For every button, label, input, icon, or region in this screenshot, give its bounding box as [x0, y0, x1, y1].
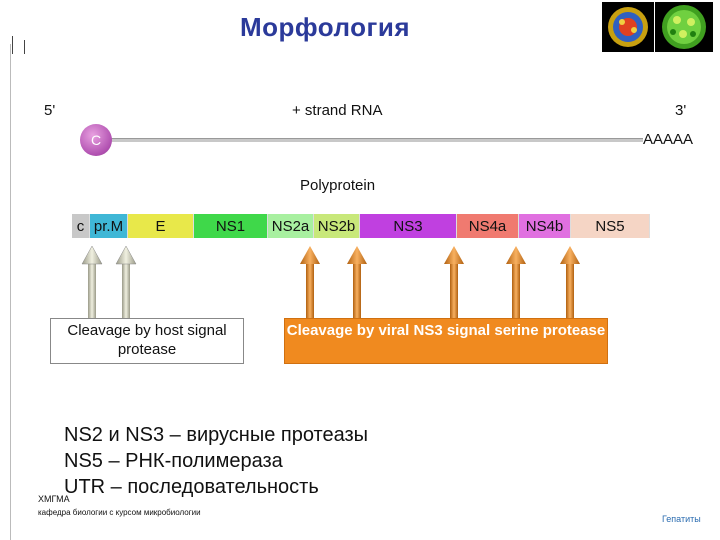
- topic-label: Гепатиты: [662, 514, 701, 524]
- segment-prm: pr.M: [90, 214, 128, 238]
- viral-arrow: [506, 246, 526, 318]
- note-line: UTR – последовательность: [64, 476, 319, 498]
- decor-line: [10, 44, 11, 540]
- segment-ns4b: NS4b: [519, 214, 571, 238]
- host-protease-box: Cleavage by host signal protease: [50, 318, 244, 364]
- segment-c: c: [72, 214, 90, 238]
- segment-ns2b: NS2b: [314, 214, 360, 238]
- polya-tail-label: AAAAA: [643, 131, 694, 148]
- polyprotein-bar: c pr.M E NS1 NS2a NS2b NS3 NS4a NS4b NS5: [72, 214, 650, 238]
- segment-ns3: NS3: [360, 214, 457, 238]
- host-arrow: [115, 245, 137, 318]
- viral-arrow: [300, 246, 320, 318]
- decor-line: [12, 36, 13, 54]
- three-prime-label: 3': [675, 102, 687, 119]
- slide-title: Морфология: [239, 12, 411, 42]
- viral-arrow: [560, 246, 580, 318]
- polyprotein-label: Polyprotein: [300, 177, 376, 194]
- rna-strand-line: [98, 138, 643, 142]
- viral-protease-box: Cleavage by viral NS3 signal serine prot…: [284, 318, 608, 364]
- cap-circle: C: [80, 124, 112, 156]
- org-label: ХМГМА: [38, 494, 70, 504]
- five-prime-label: 5': [44, 102, 56, 119]
- dept-label: кафедра биологии с курсом микробиологии: [38, 508, 201, 517]
- segment-e: E: [128, 214, 194, 238]
- strand-label: + strand RNA: [292, 102, 383, 119]
- virus-image-2: [655, 2, 713, 52]
- note-line: NS5 – РНК-полимераза: [64, 450, 283, 472]
- decor-line: [24, 40, 25, 54]
- note-line: NS2 и NS3 – вирусные протеазы: [64, 424, 369, 446]
- viral-arrow: [347, 246, 367, 318]
- segment-ns5: NS5: [571, 214, 650, 238]
- segment-ns2a: NS2a: [268, 214, 314, 238]
- segment-ns1: NS1: [194, 214, 268, 238]
- viral-arrow: [444, 246, 464, 318]
- host-arrow: [81, 245, 103, 318]
- virus-image-1: [602, 2, 654, 52]
- segment-ns4a: NS4a: [457, 214, 519, 238]
